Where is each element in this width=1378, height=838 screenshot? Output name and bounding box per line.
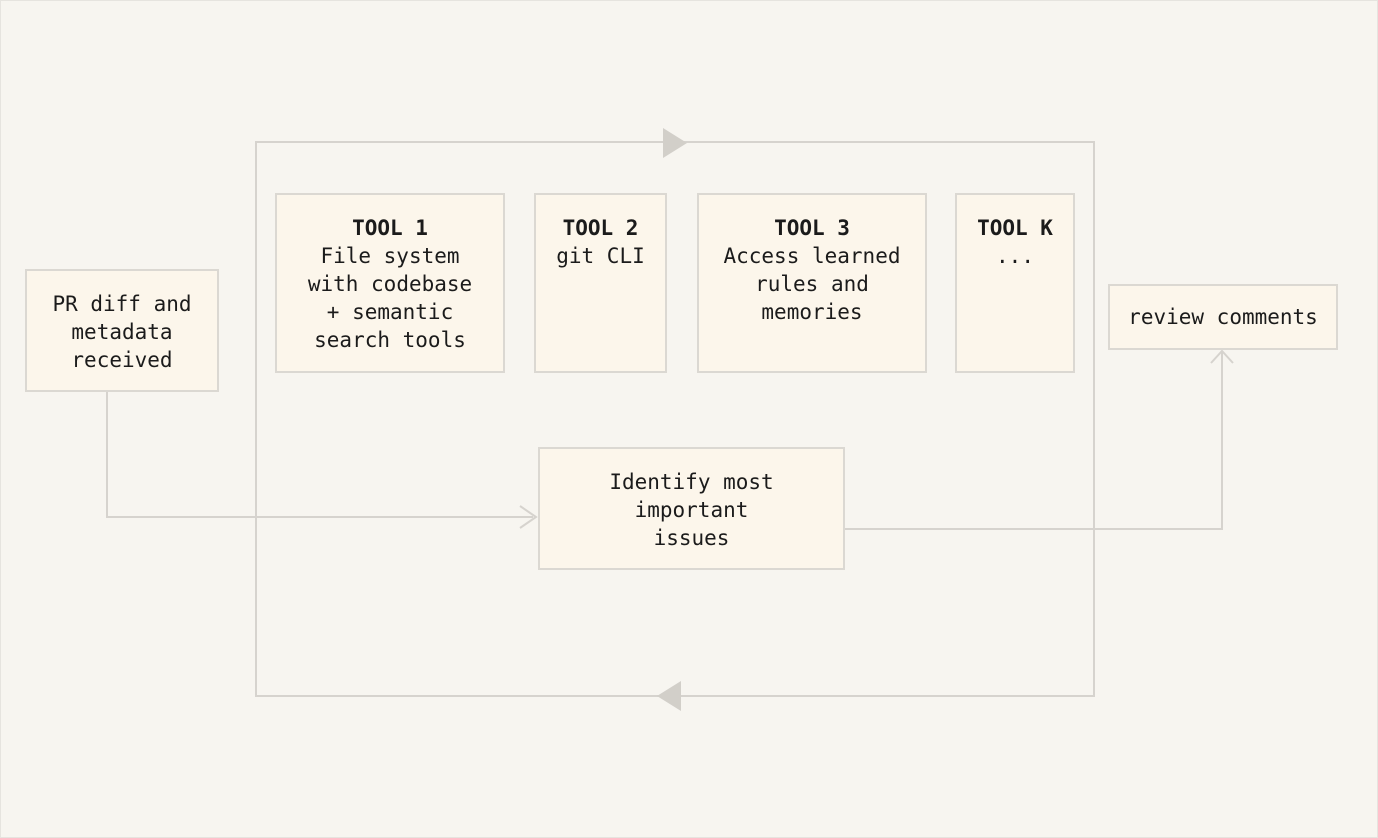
review-arrowhead-icon [1210,349,1234,364]
tool-2-description: git CLI [556,244,645,268]
identify-issues-box: Identify most important issues [538,447,845,570]
tool-3-description: Access learned rules and memories [723,244,901,324]
tool-k-title: TOOL K [977,216,1053,240]
tool-box-k: TOOL K ... [955,193,1075,373]
tool-box-2: TOOL 2 git CLI [534,193,667,373]
pr-input-label: PR diff and metadata received [52,292,192,372]
review-comments-label: review comments [1128,305,1318,329]
tool-1-title: TOOL 1 [352,216,428,240]
tool-1-description: File system with codebase + semantic sea… [307,244,473,352]
tool-2-title: TOOL 2 [562,216,639,240]
tool-3-title: TOOL 3 [774,216,850,240]
tool-box-1: TOOL 1 File system with codebase + seman… [275,193,505,373]
tool-k-description: ... [996,244,1034,268]
identify-issues-label: Identify most important issues [609,470,774,550]
pr-input-box: PR diff and metadata received [25,269,219,392]
tool-box-3: TOOL 3 Access learned rules and memories [697,193,927,373]
review-comments-box: review comments [1108,284,1338,350]
